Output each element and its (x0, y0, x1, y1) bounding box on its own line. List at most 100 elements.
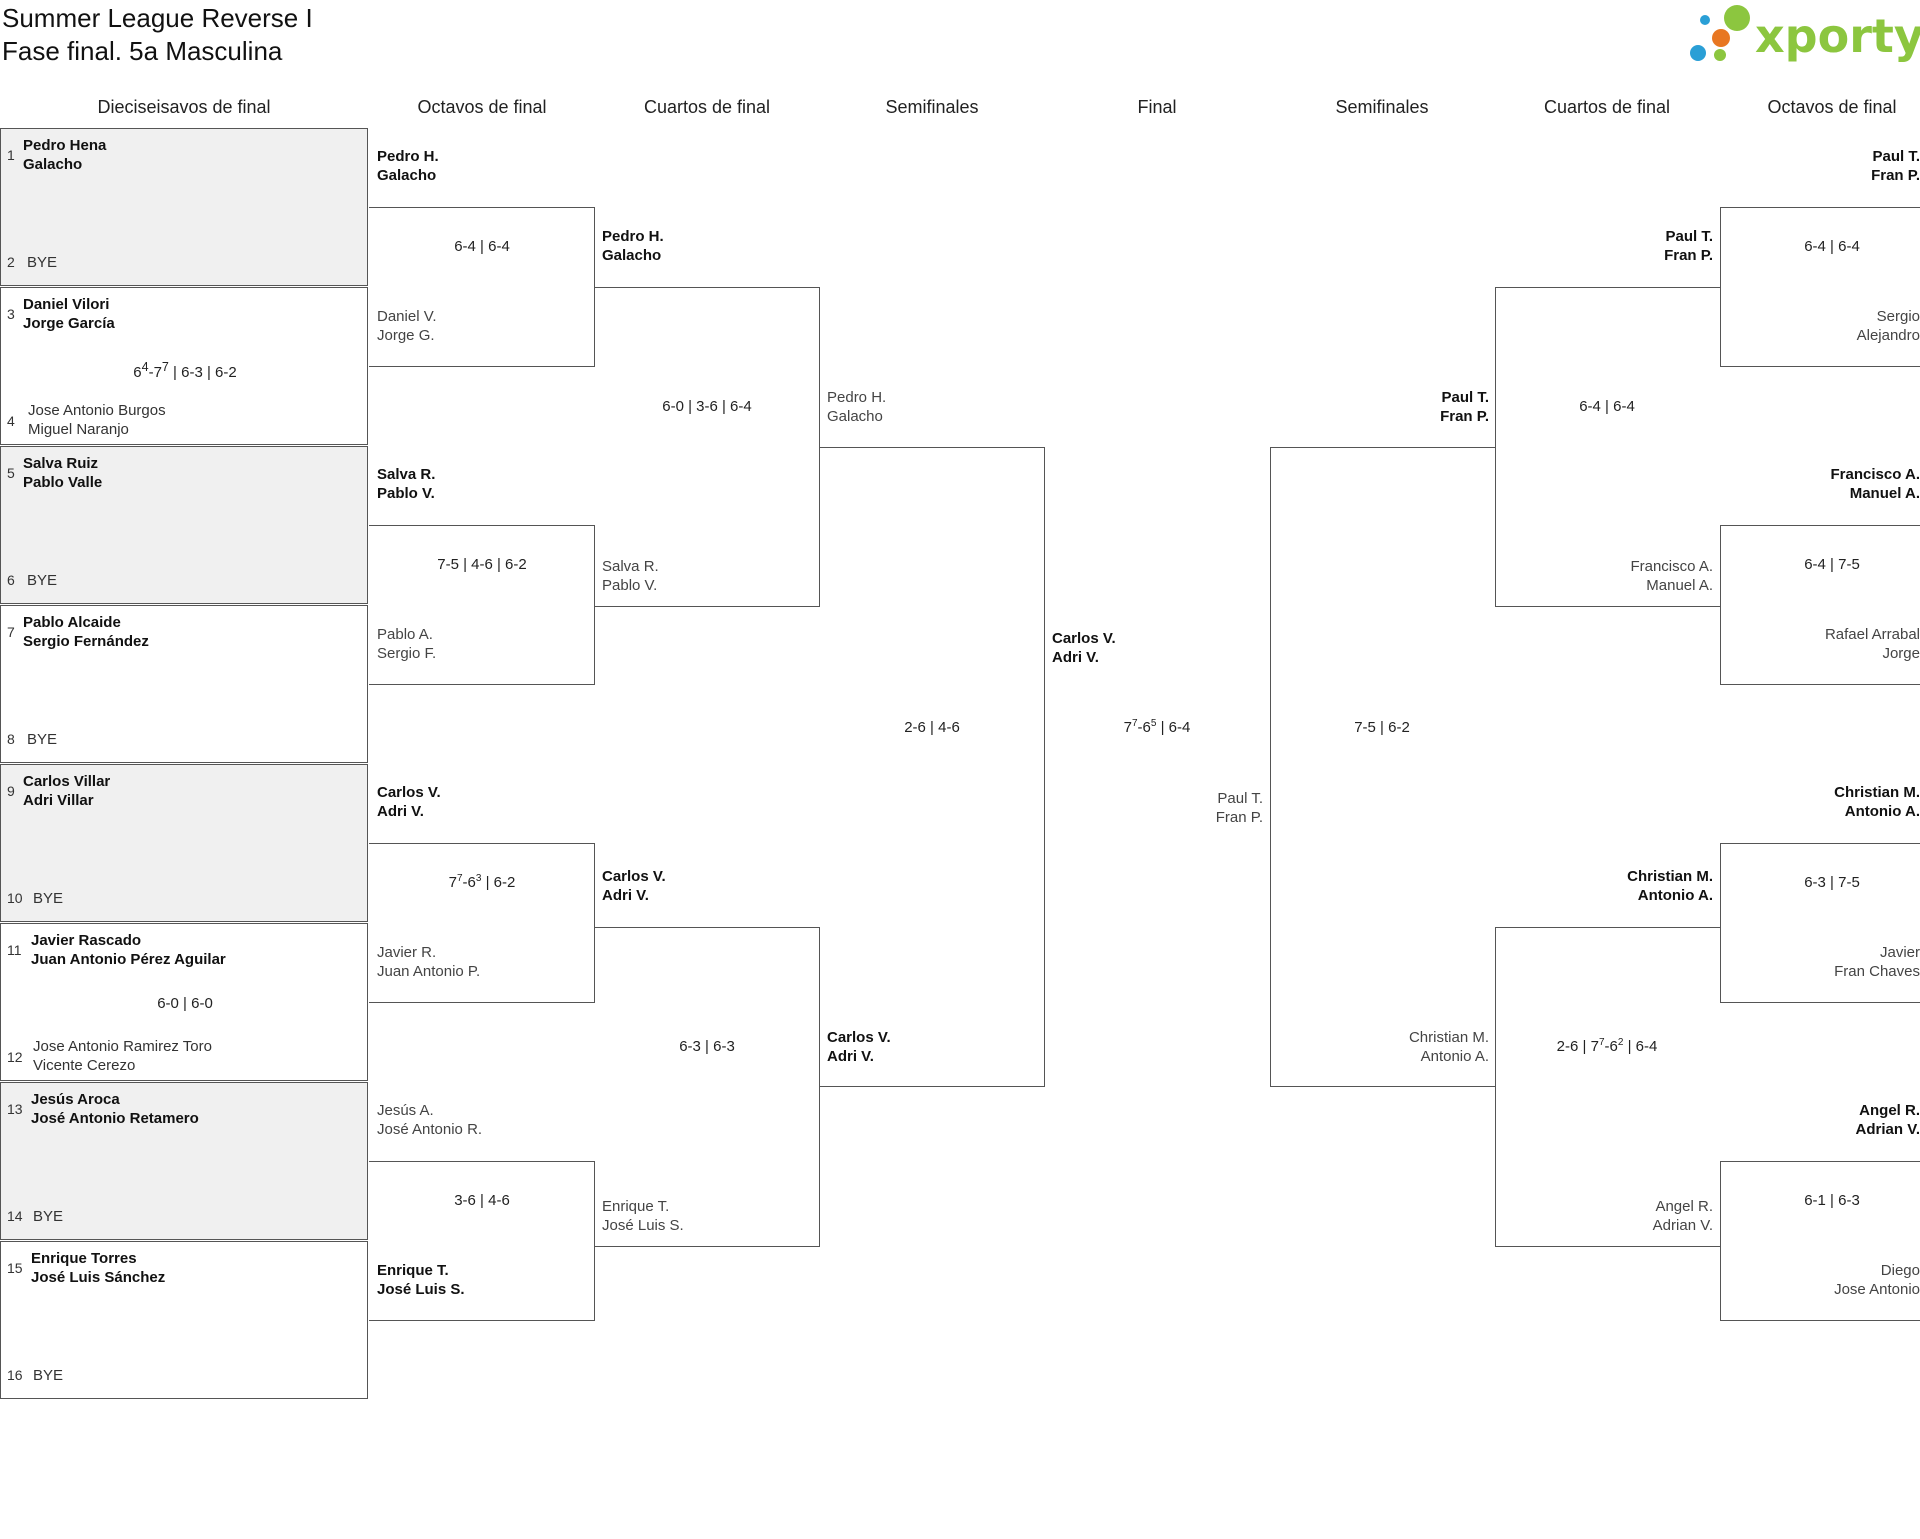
player-name: Javier (1879, 944, 1920, 961)
xporty-logo: xporty (1690, 5, 1920, 63)
pair-name: Francisco A. Manuel A. (1720, 465, 1920, 503)
round-header: Semifinales (885, 97, 979, 117)
match-score: 6-1 | 6-3 (1804, 1192, 1860, 1209)
player-name: Salva R. (377, 466, 436, 483)
player-name: Adri Villar (23, 792, 94, 809)
player-name: Jose Antonio Ramirez Toro (33, 1038, 212, 1055)
player-name: Pablo Alcaide (23, 614, 121, 631)
seed-number: 7 (7, 624, 15, 640)
page-title: Summer League Reverse I (2, 3, 313, 33)
bracket-connector[interactable] (595, 927, 820, 1247)
bracket-connector[interactable] (1495, 927, 1720, 1247)
player-name: José Luis S. (377, 1281, 465, 1298)
pair-name: Angel R. Adrian V. (1533, 1197, 1713, 1235)
player-name: Sergio (1876, 308, 1920, 325)
pair-name: Christian M.Antonio A. (1533, 867, 1713, 905)
bracket-connector[interactable] (1720, 525, 1920, 685)
player-name: José Antonio R. (377, 1121, 483, 1138)
pair-name: Paul T.Fran P. (1103, 789, 1263, 827)
match-score: 6-4 | 7-5 (1804, 556, 1860, 573)
player-name: Jesús A. (377, 1102, 434, 1119)
player-name: José Luis Sánchez (31, 1269, 166, 1286)
player-name: Francisco A. (1830, 466, 1920, 483)
bracket-connector[interactable] (1270, 447, 1495, 1087)
player-name: Salva Ruiz (23, 455, 99, 472)
seed-number: 6 (7, 572, 15, 588)
player-name: Angel R. (1859, 1102, 1920, 1119)
bracket-connector[interactable] (369, 207, 595, 367)
player-name: Adri V. (377, 803, 424, 820)
player-name: Adrian V. (1855, 1121, 1920, 1138)
player-name: Manuel A. (1849, 485, 1920, 502)
bracket-connector[interactable] (369, 843, 595, 1003)
pair-name: Javier R.Juan Antonio P. (377, 943, 480, 981)
bracket-connector[interactable] (595, 287, 820, 607)
bracket-connector[interactable] (820, 447, 1045, 1087)
bracket-connector[interactable] (1495, 287, 1720, 607)
bracket-connector[interactable] (1720, 207, 1920, 367)
seed-number: 2 (7, 254, 15, 270)
seed-number: 9 (7, 783, 15, 799)
bye-label: BYE (27, 731, 58, 748)
player-name: Paul T. (1217, 790, 1263, 807)
bracket-connector[interactable] (369, 1161, 595, 1321)
bracket-connector[interactable] (1720, 1161, 1920, 1321)
player-name: Paul T. (1872, 148, 1920, 165)
player-name: Carlos V. (602, 868, 666, 885)
player-name: Pablo Valle (23, 474, 103, 491)
player-name: Jorge G. (377, 327, 435, 344)
player-name: Daniel Vilori (23, 296, 110, 313)
seed-number: 15 (7, 1260, 23, 1276)
match-score: 6-4 | 6-4 (1804, 238, 1860, 255)
player-name: Jose Antonio (1834, 1281, 1920, 1298)
match-score: 6-0 | 6-0 (157, 995, 213, 1012)
player-name: Galacho (23, 156, 83, 173)
player-name: Galacho (377, 167, 437, 184)
seed-number: 12 (7, 1049, 23, 1065)
player-name: Antonio A. (1844, 803, 1920, 820)
player-name: Manuel A. (1646, 577, 1713, 594)
pair-name: Carlos V.Adri V. (1052, 629, 1116, 667)
player-name: Pedro H. (602, 228, 664, 245)
match-score: 7-5 | 4-6 | 6-2 (437, 556, 527, 573)
player-name: Pedro H. (827, 389, 887, 406)
round-header: Final (1137, 97, 1177, 117)
pair-name: Angel R. Adrian V. (1720, 1101, 1920, 1139)
bracket-connector[interactable] (369, 525, 595, 685)
round-header: Cuartos de final (1543, 97, 1671, 117)
bracket-connector[interactable] (1720, 843, 1920, 1003)
pair-name: Pedro H.Galacho (827, 388, 886, 426)
player-name: Miguel Naranjo (28, 421, 129, 438)
bye-label: BYE (27, 254, 58, 271)
player-name: Fran P. (1871, 167, 1920, 184)
logo-text: xporty (1755, 9, 1920, 63)
player-name: Adrian V. (1652, 1217, 1713, 1234)
player-name: Angel R. (1655, 1198, 1713, 1215)
player-name: Vicente Cerezo (33, 1057, 136, 1074)
match-score: 7-5 | 6-2 (1354, 719, 1410, 736)
page-subtitle: Fase final. 5a Masculina (2, 36, 283, 66)
pair-name: Carlos V.Adri V. (827, 1028, 891, 1066)
player-name: Paul T. (1665, 228, 1713, 245)
player-name: Christian M. (1627, 868, 1713, 885)
player-name: Christian M. (1408, 1029, 1489, 1046)
logo-dot-green-small (1714, 49, 1726, 61)
player-name: Paul T. (1441, 389, 1489, 406)
